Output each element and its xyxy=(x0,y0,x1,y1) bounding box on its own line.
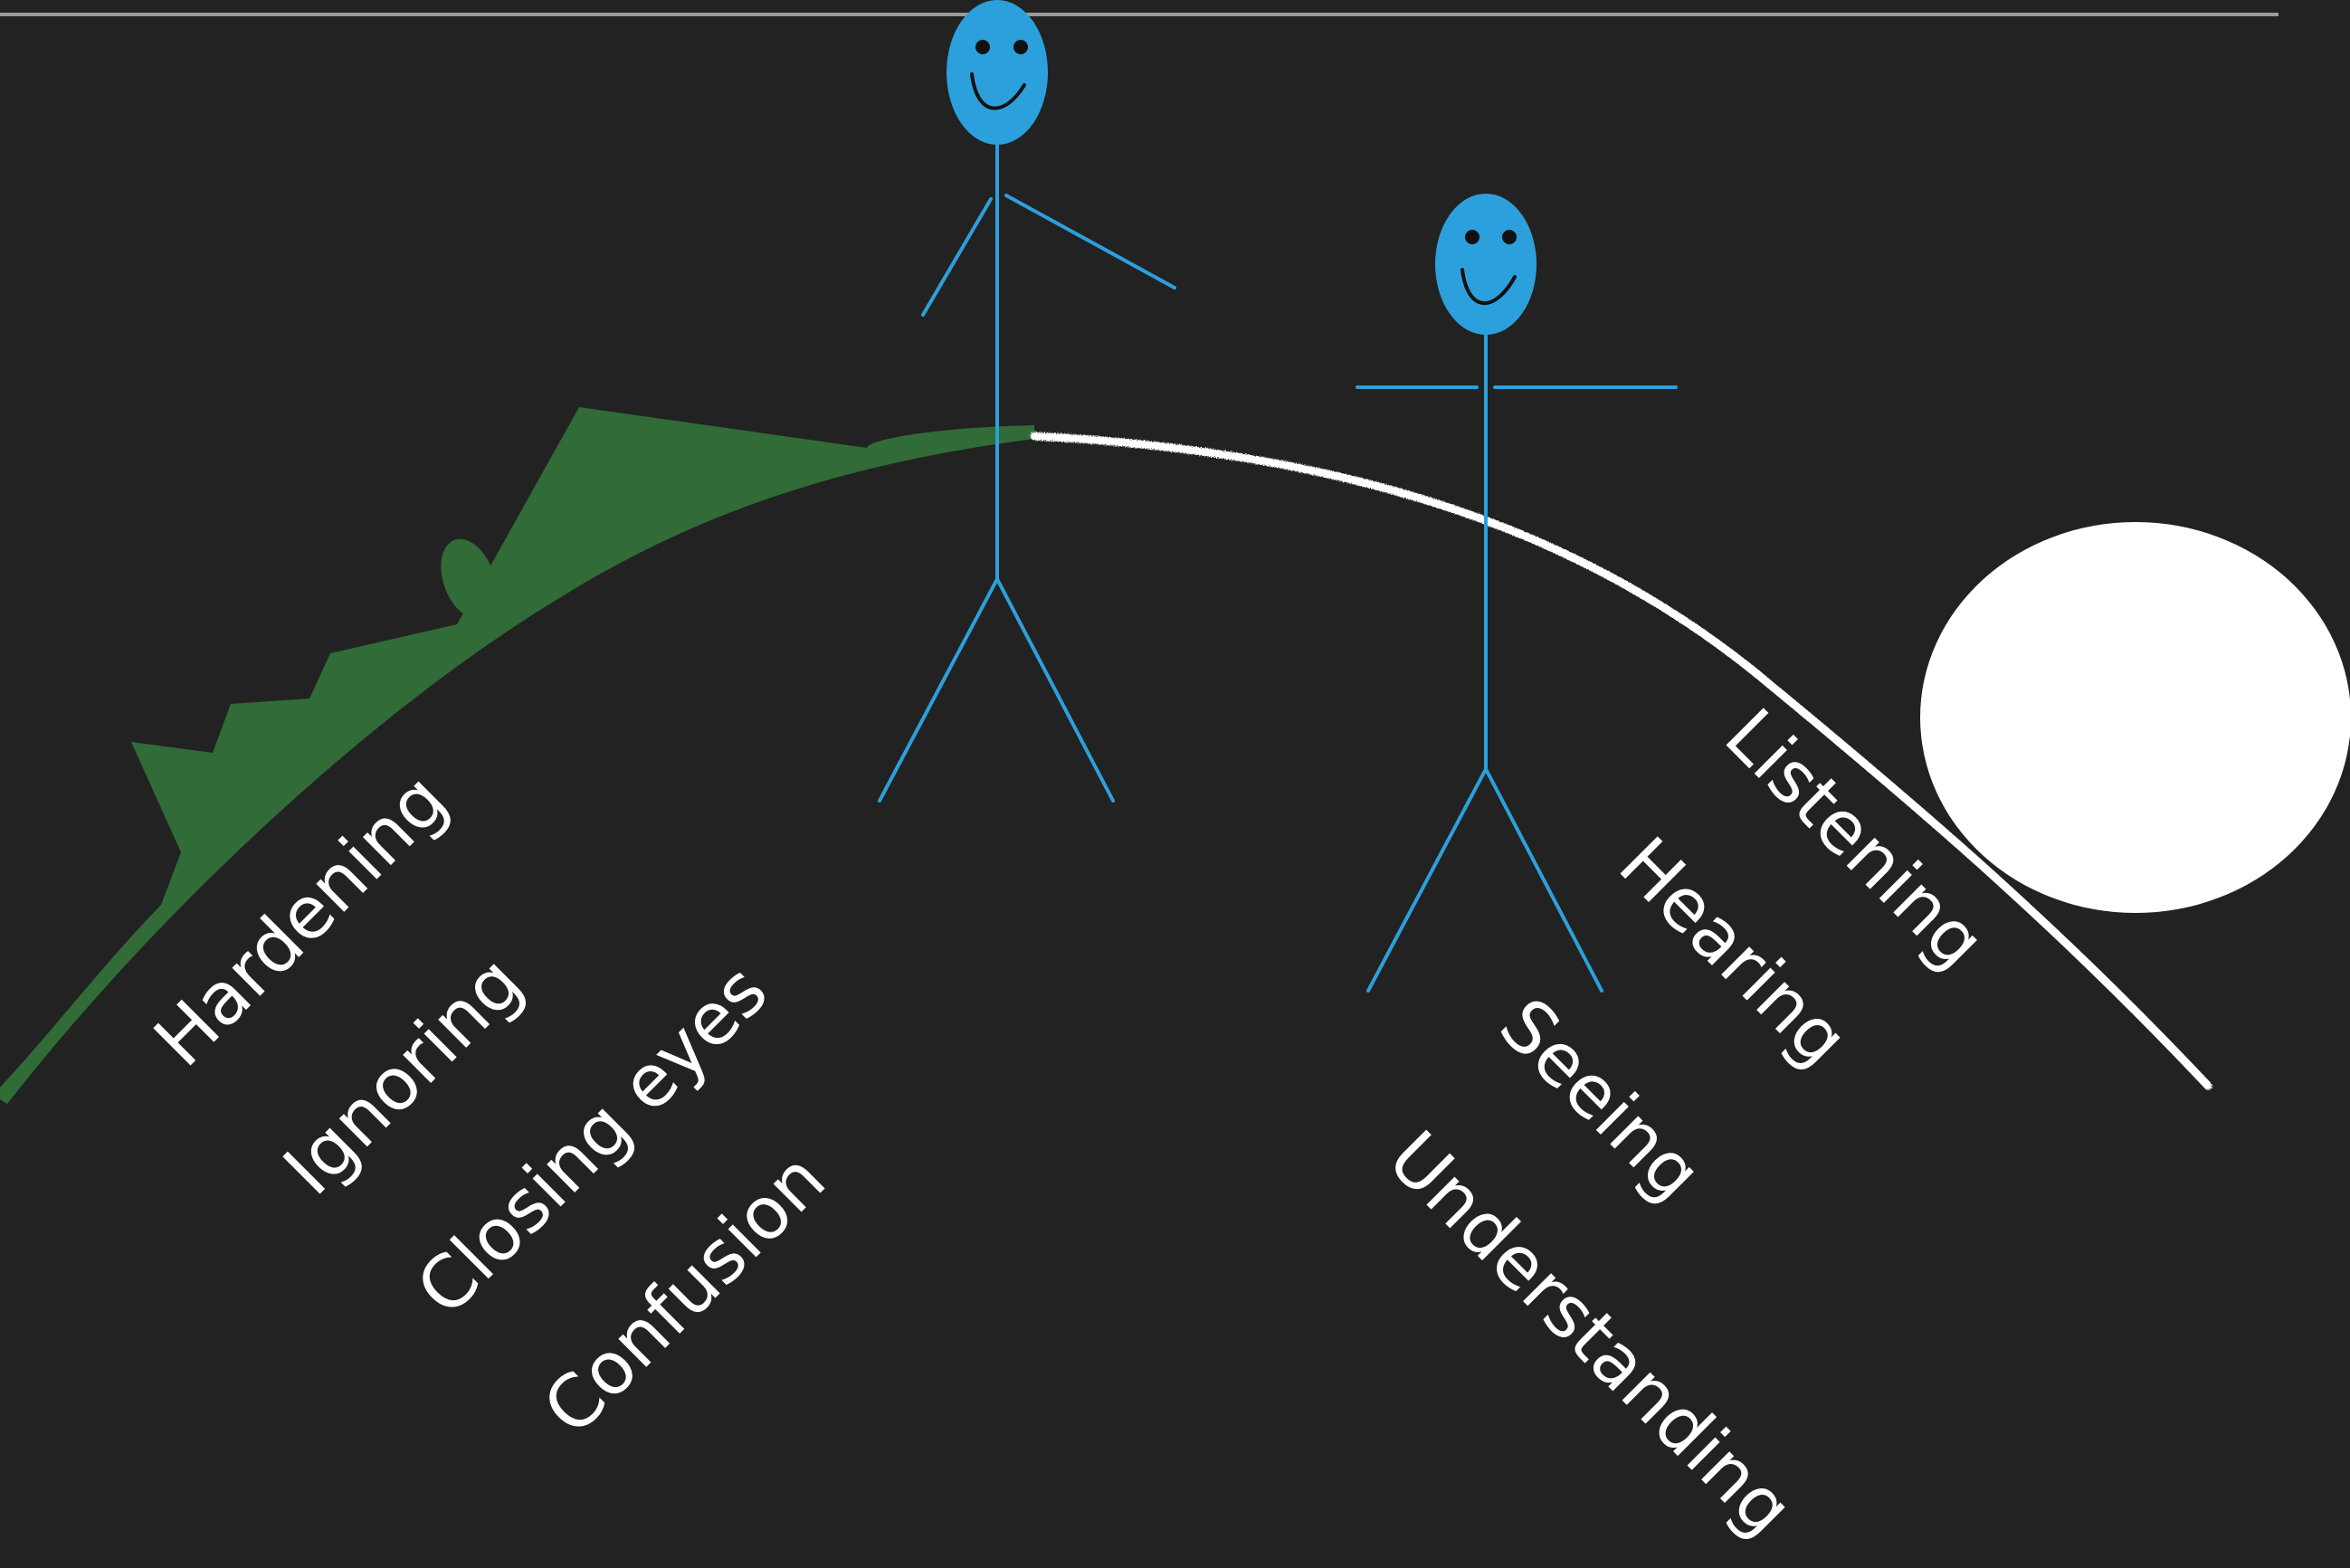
label-ignoring: Ignoring xyxy=(268,940,539,1212)
green-slope-bump xyxy=(441,538,497,620)
green-slope xyxy=(0,407,1034,1104)
stick-figure-top xyxy=(878,0,1176,803)
smile xyxy=(970,72,1026,110)
smile xyxy=(1460,268,1517,305)
stick-figure-slope xyxy=(1356,194,1678,993)
eye-right xyxy=(1013,40,1028,54)
head-slope xyxy=(1435,194,1537,335)
head-top xyxy=(947,0,1048,145)
label-understanding: Understanding xyxy=(1373,1116,1810,1553)
label-seeing: Seeing xyxy=(1484,983,1718,1217)
arm-right xyxy=(1004,194,1176,290)
eye-left xyxy=(975,40,990,54)
chalk-path xyxy=(1030,432,2212,1090)
leg-right xyxy=(1484,767,1603,993)
boulder xyxy=(1920,522,2350,913)
leg-left xyxy=(1366,767,1488,993)
eye-left xyxy=(1465,230,1479,244)
leg-right xyxy=(995,577,1115,803)
eye-right xyxy=(1502,230,1517,244)
green-slope-band xyxy=(0,407,1034,1104)
arm-left xyxy=(921,197,993,317)
leg-left xyxy=(878,577,999,803)
